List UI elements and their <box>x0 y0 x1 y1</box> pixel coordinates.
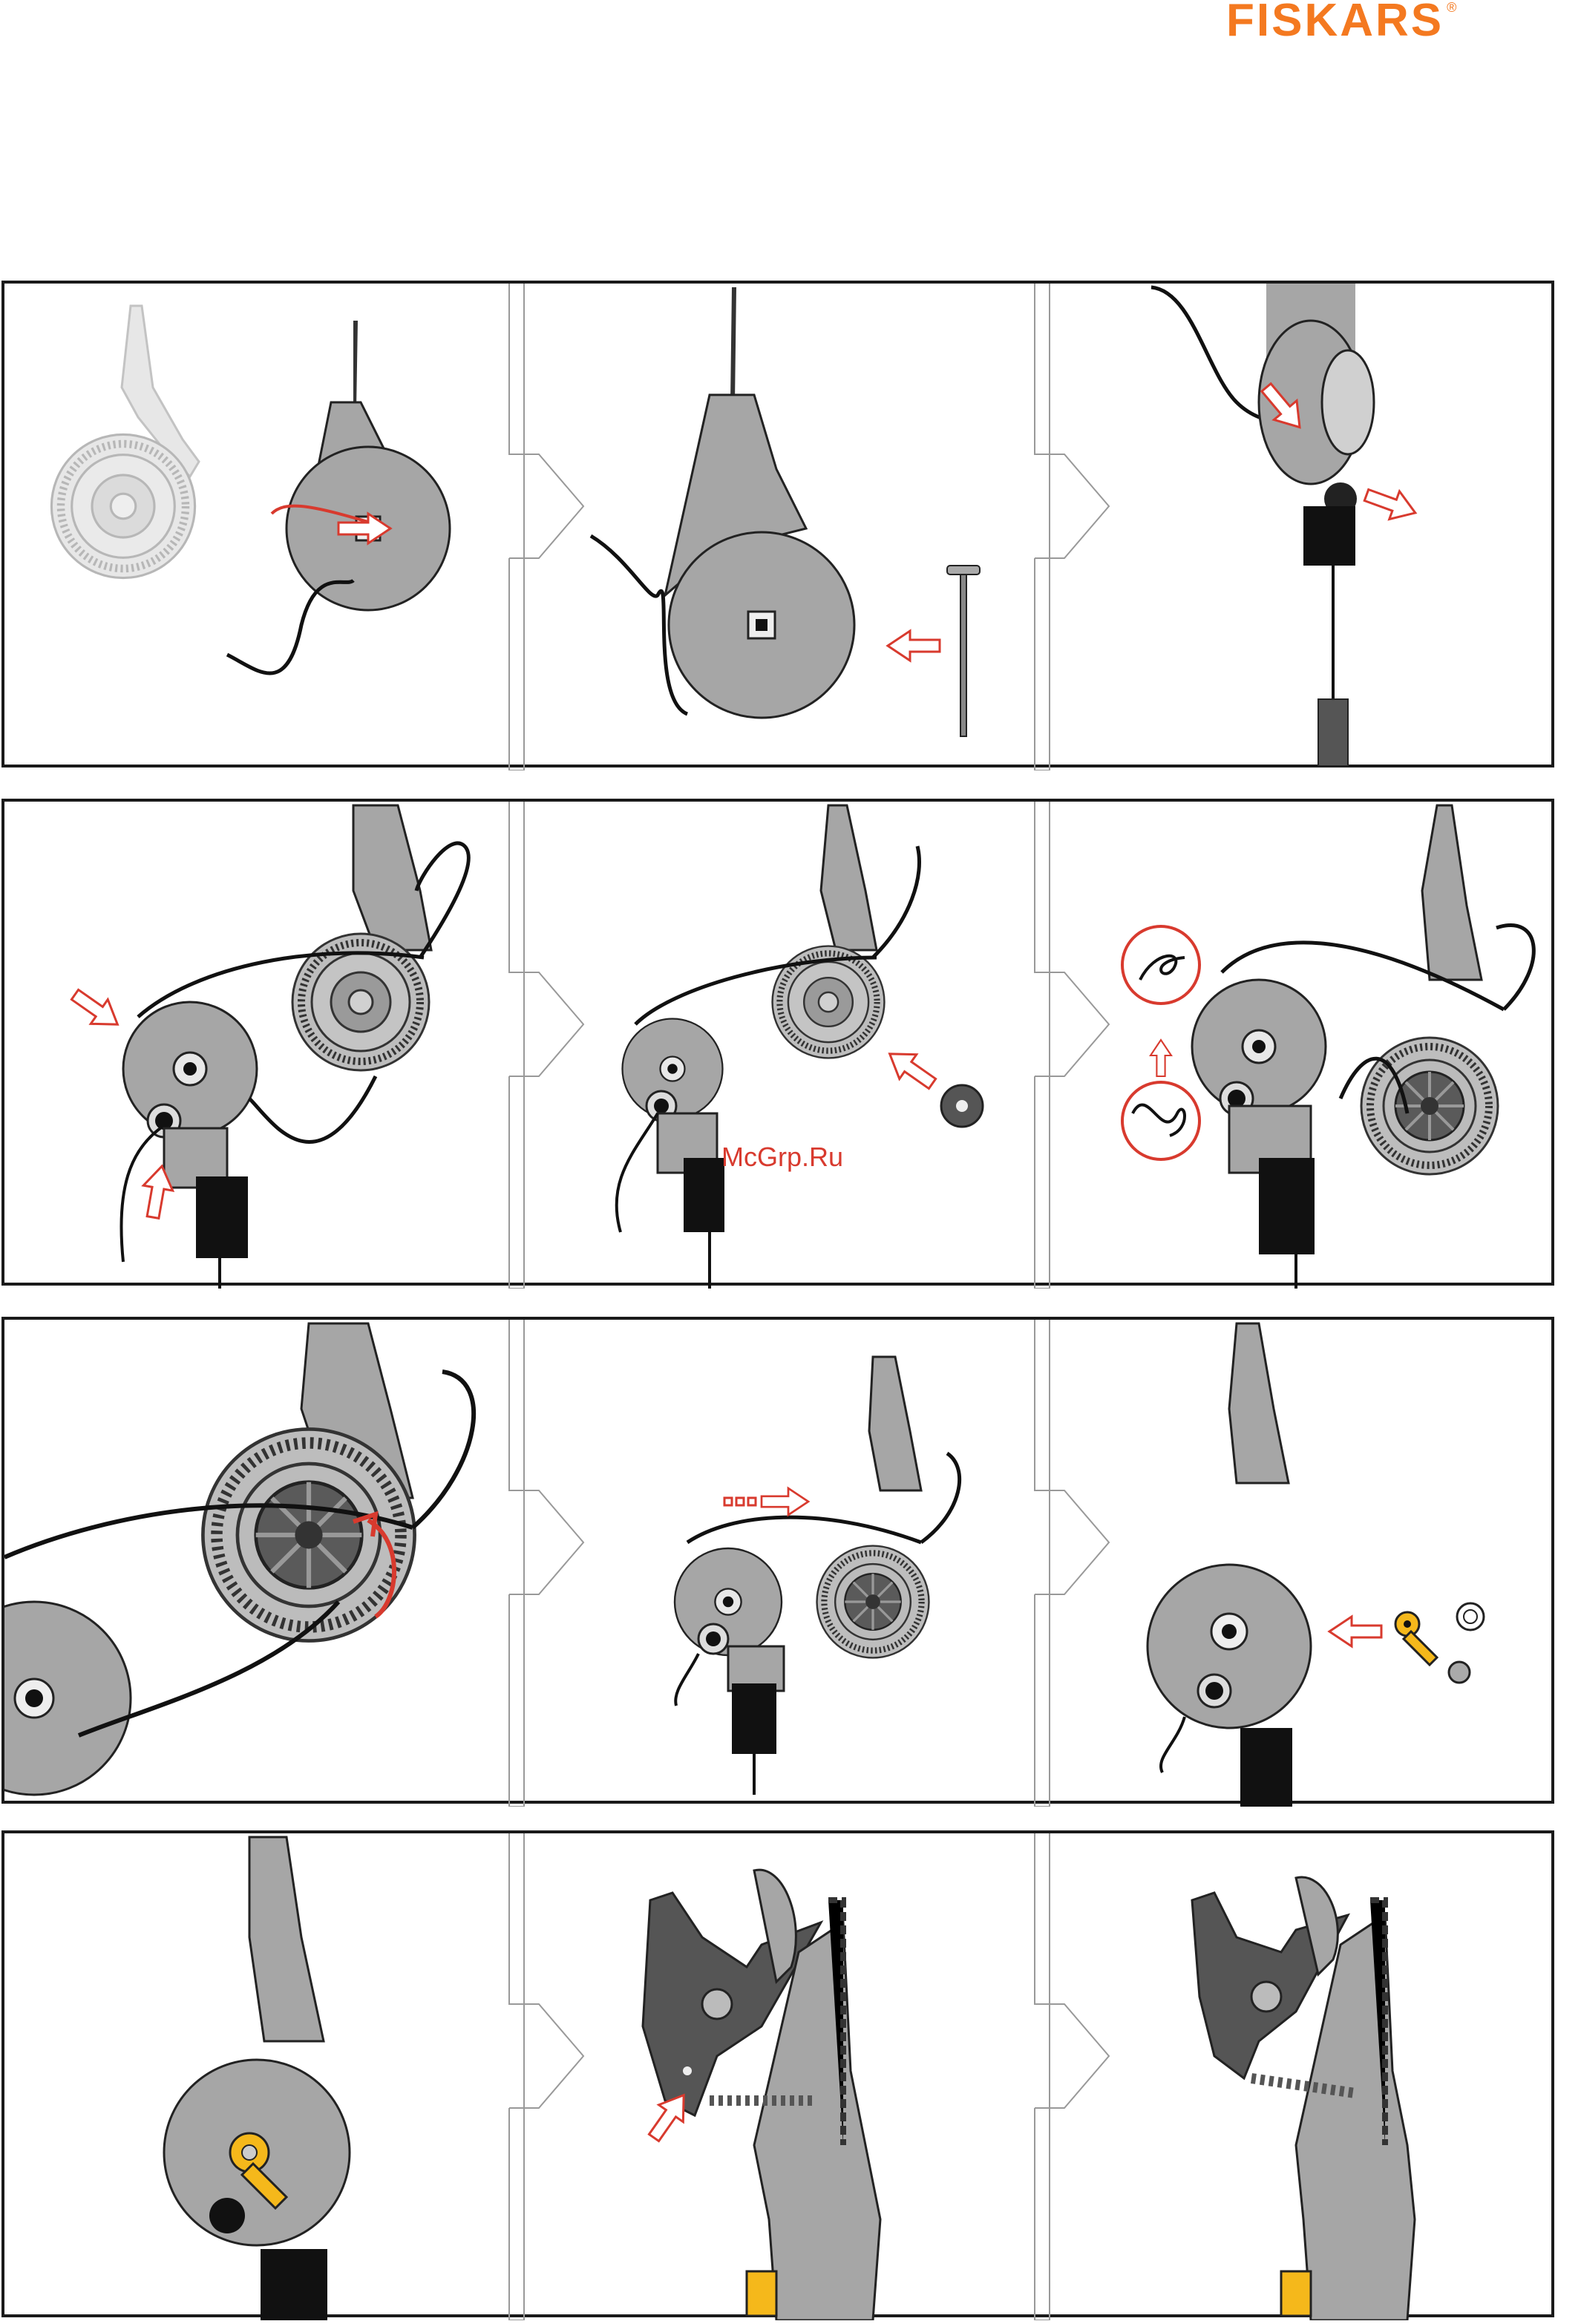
step-9-illustration <box>1148 1323 1484 1807</box>
next-step-arrow-icon <box>509 284 583 770</box>
step-2-illustration <box>591 287 980 736</box>
step-3-illustration <box>1151 284 1421 766</box>
step-12-illustration <box>1192 1877 1415 2320</box>
row-1-illustration <box>4 284 1557 770</box>
logo-text: FISKARS <box>1226 0 1444 46</box>
next-step-arrow-icon <box>1035 284 1109 770</box>
instruction-row-4 <box>1 1830 1554 2317</box>
next-step-arrow-icon <box>509 802 583 1289</box>
slide-arrow-icon <box>724 1488 808 1515</box>
step-4-illustration <box>67 805 469 1289</box>
step-6-illustration <box>1122 805 1533 1289</box>
step-11-illustration <box>642 1870 880 2320</box>
next-step-arrow-icon <box>509 1833 583 2320</box>
step-1-illustration <box>51 306 450 673</box>
next-step-arrow-icon <box>1035 802 1109 1289</box>
instruction-row-2 <box>1 799 1554 1286</box>
row-3-illustration <box>4 1320 1557 1807</box>
next-step-arrow-icon <box>1035 1320 1109 1807</box>
next-step-arrow-icon <box>1035 1833 1109 2320</box>
watermark-text: McGrp.Ru <box>721 1142 843 1173</box>
row-2-illustration <box>4 802 1557 1289</box>
instruction-row-3 <box>1 1317 1554 1804</box>
next-step-arrow-icon <box>509 1320 583 1807</box>
step-7-illustration <box>4 1323 474 1795</box>
step-5-illustration <box>617 805 983 1289</box>
fiskars-logo: FISKARS® <box>1226 0 1568 45</box>
step-10-illustration <box>164 1837 350 2320</box>
step-8-illustration <box>675 1357 960 1795</box>
row-4-illustration <box>4 1833 1557 2320</box>
instruction-row-1 <box>1 281 1554 767</box>
registered-mark: ® <box>1447 0 1459 15</box>
